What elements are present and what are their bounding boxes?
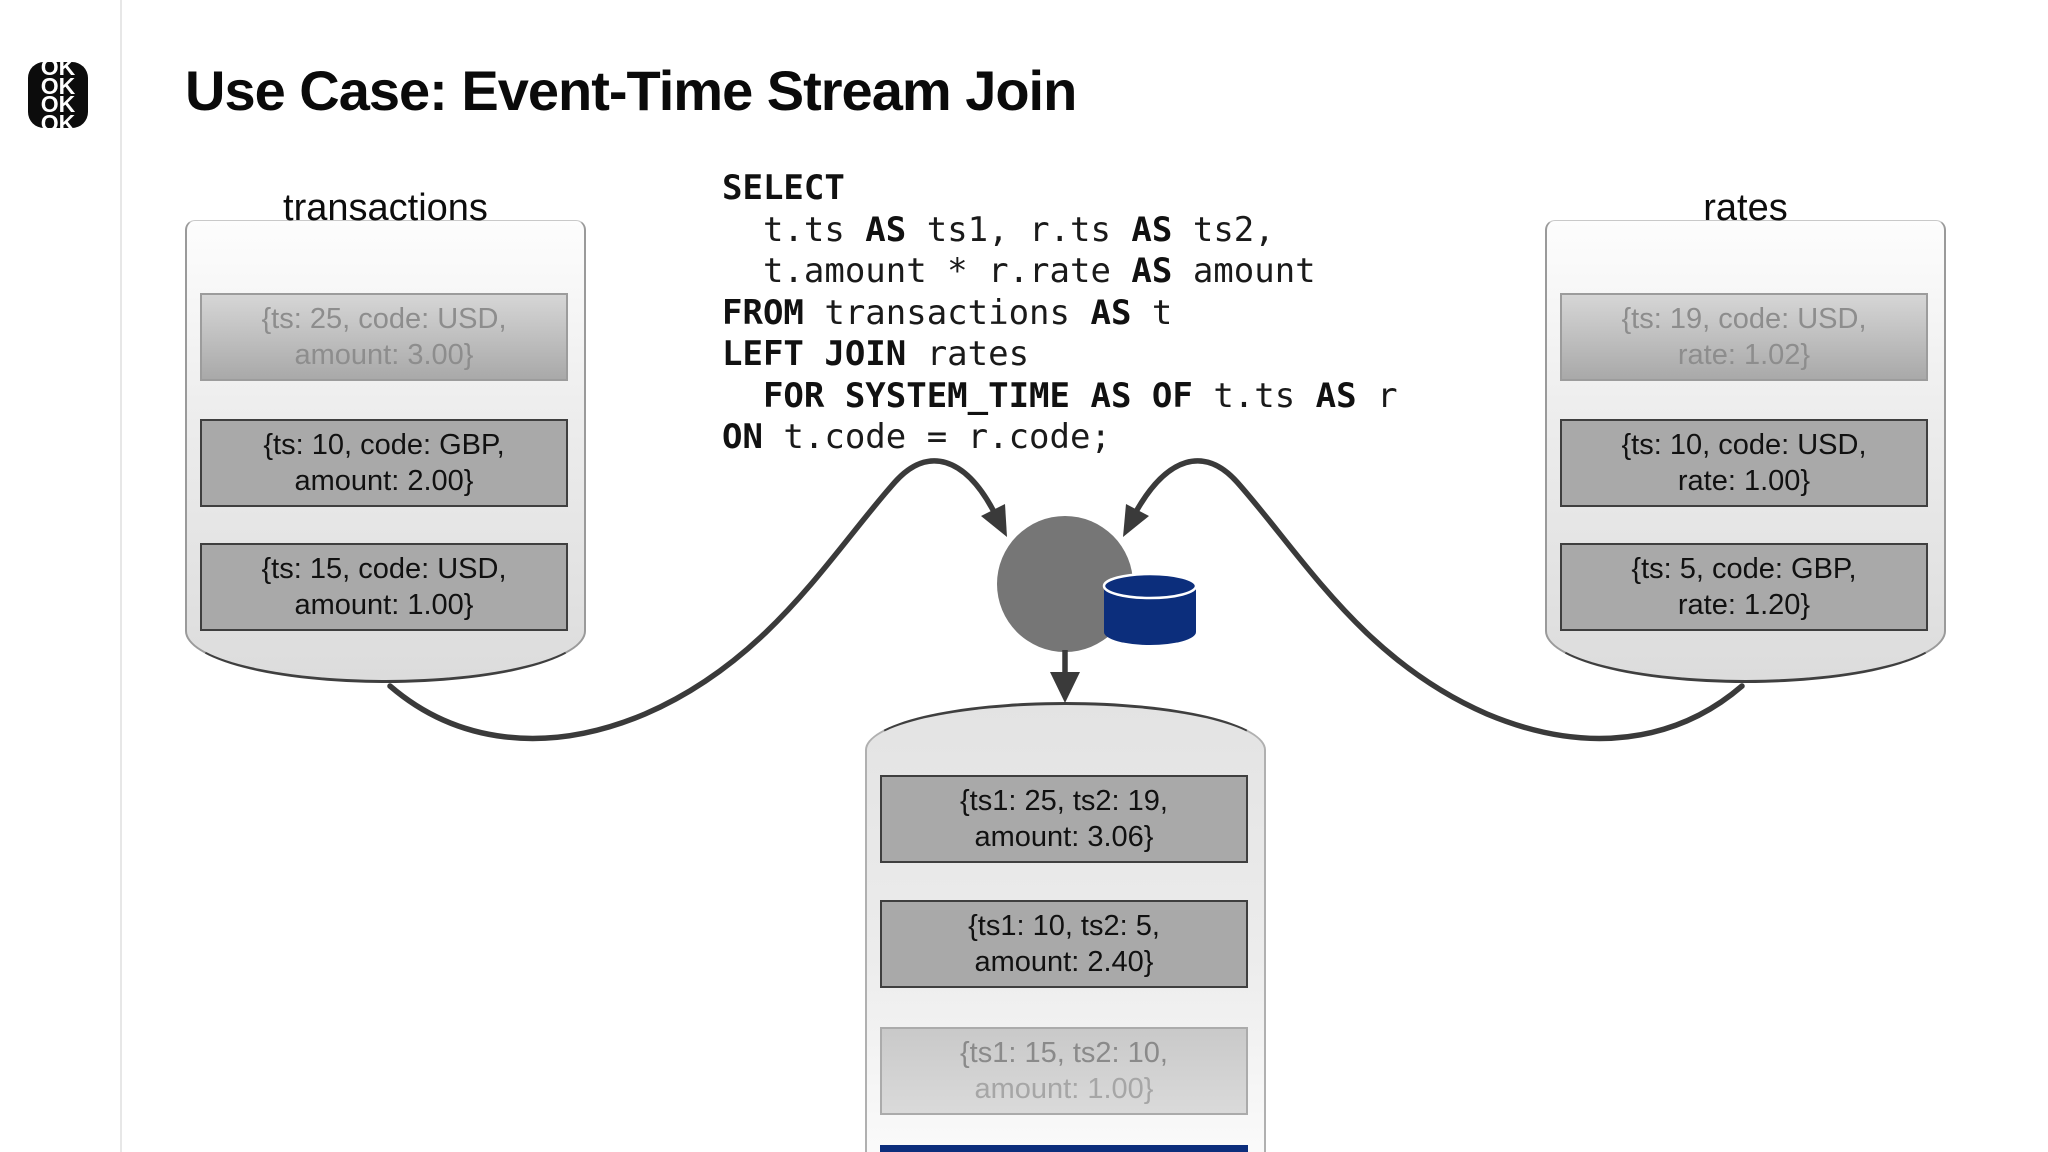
record-line: {ts: 10, code: USD,	[1621, 429, 1867, 461]
record-line: {ts1: 25, ts2: 19,	[960, 785, 1168, 817]
sql-code-block: SELECT t.ts AS ts1, r.ts AS ts2, t.amoun…	[722, 168, 1398, 459]
stream-record: {ts: 10, code: GBP, amount: 2.00}	[200, 419, 568, 507]
stream-record: {ts: 10, code: USD, rate: 1.00}	[1560, 419, 1928, 507]
logo-text-line: OK	[40, 72, 76, 99]
record-line: {ts: 15, code: USD,	[261, 553, 507, 585]
record-line: rate: 1.02}	[1677, 339, 1811, 371]
code-line: SELECT	[722, 168, 845, 208]
stream-label-transactions: transactions	[283, 187, 488, 229]
logo-text-line: OK	[40, 91, 76, 117]
record-line: amount: 2.40}	[974, 946, 1154, 978]
code-line: t.ts AS ts1, r.ts AS ts2,	[722, 209, 1275, 250]
record-line: {ts: 10, code: GBP,	[263, 429, 505, 461]
stream-record: {ts1: 10, ts2: 5, amount: 2.40}	[880, 900, 1248, 988]
logo-text-line: OK	[40, 62, 76, 80]
code-line: FOR SYSTEM_TIME AS OF t.ts AS r	[762, 375, 1398, 416]
page-title: Use Case: Event-Time Stream Join	[185, 59, 1077, 122]
record-line: {ts: 25, code: USD,	[261, 303, 507, 335]
record-line: {ts1: 15, ts2: 10,	[960, 1037, 1168, 1069]
stream-record: {ts: 15, code: USD, amount: 1.00}	[200, 543, 568, 631]
record-line: rate: 1.20}	[1677, 589, 1811, 621]
record-line: {ts1: 10, ts2: 5,	[968, 910, 1160, 942]
stream-record: {ts: 5, code: GBP, rate: 1.20}	[1560, 543, 1928, 631]
emerging-record-strip	[880, 1145, 1248, 1152]
record-line: {ts: 5, code: GBP,	[1631, 553, 1857, 585]
divider-line	[120, 0, 122, 1152]
join-operator-circle	[997, 516, 1133, 652]
record-line: rate: 1.00}	[1677, 465, 1811, 497]
record-line: {ts: 19, code: USD,	[1621, 303, 1867, 335]
stream-output: {ts1: 25, ts2: 19, amount: 3.06} {ts1: 10,…	[865, 702, 1266, 1152]
stream-label-rates: rates	[1703, 187, 1788, 229]
record-line: amount: 1.00}	[974, 1073, 1154, 1105]
record-line: amount: 3.00}	[294, 339, 474, 371]
code-line: LEFT JOIN rates	[722, 334, 1030, 374]
record-line: amount: 3.06}	[974, 821, 1154, 853]
code-line: FROM transactions AS t	[722, 292, 1173, 333]
record-line: amount: 1.00}	[294, 589, 474, 621]
stream-record: {ts1: 15, ts2: 10, amount: 1.00}	[880, 1027, 1248, 1115]
stream-record: {ts: 25, code: USD, amount: 3.00}	[200, 293, 568, 381]
logo-text-line: OK	[40, 109, 76, 128]
stream-record: {ts: 19, code: USD, rate: 1.02}	[1560, 293, 1928, 381]
stream-rates: rates {ts: 19, code: USD,rate: 1.02}{ts:…	[1545, 187, 1946, 683]
join-to-output-arrow	[1050, 650, 1080, 703]
stream-transactions: transactions {ts: 25, code: USD, amount: …	[185, 187, 586, 683]
stream-record: {ts1: 25, ts2: 19, amount: 3.06}	[880, 775, 1248, 863]
code-line: ON t.code = r.code;	[722, 417, 1111, 457]
database-icon	[1102, 572, 1198, 645]
code-line: t.amount * r.rate AS amount	[722, 251, 1316, 291]
record-line: amount: 2.00}	[294, 465, 474, 497]
